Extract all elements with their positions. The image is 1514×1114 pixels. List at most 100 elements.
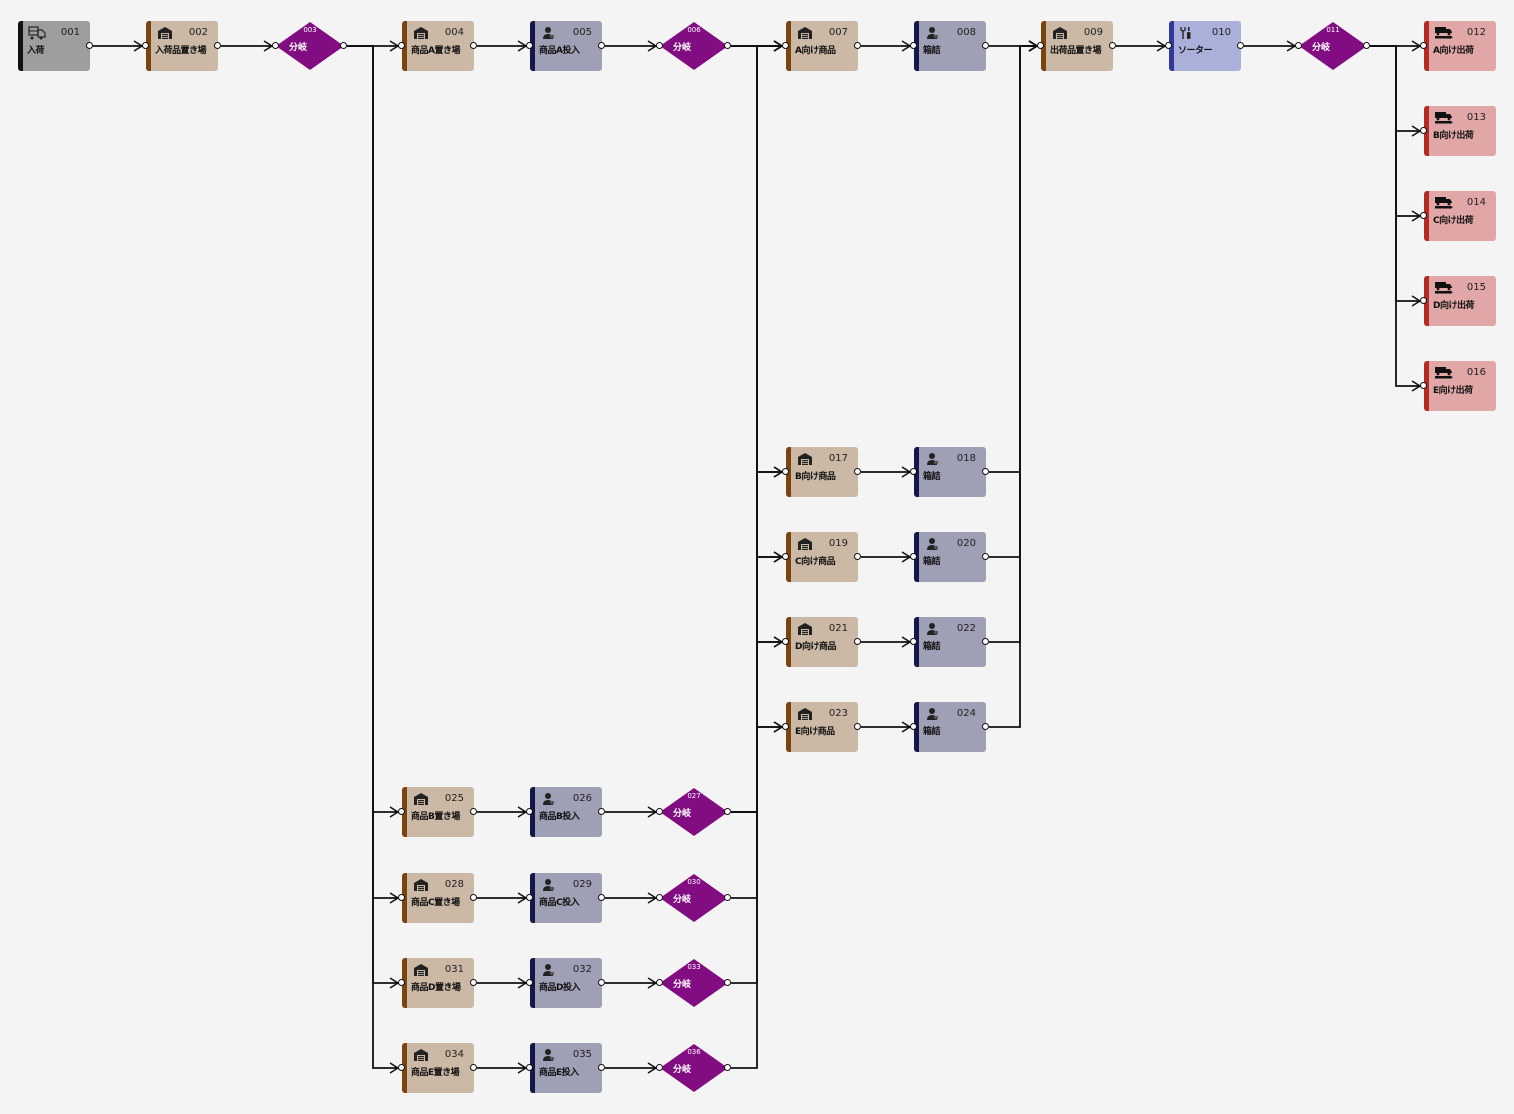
input-port[interactable]	[1037, 42, 1044, 49]
output-port[interactable]	[214, 42, 221, 49]
input-port[interactable]	[398, 894, 405, 901]
input-node-026[interactable]: 026 商品B投入	[530, 787, 602, 837]
branch-node-030[interactable]: 030 分岐	[660, 874, 728, 922]
input-node-032[interactable]: 032 商品D投入	[530, 958, 602, 1008]
input-port[interactable]	[656, 894, 663, 901]
branch-node-033[interactable]: 033 分岐	[660, 959, 728, 1007]
input-port[interactable]	[910, 468, 917, 475]
ship-node-015[interactable]: 015 D向け出荷	[1424, 276, 1496, 326]
output-port[interactable]	[724, 808, 731, 815]
storage-node-031[interactable]: 031 商品D置き場	[402, 958, 474, 1008]
ship-node-012[interactable]: 012 A向け出荷	[1424, 21, 1496, 71]
branch-node-011[interactable]: 011 分岐	[1299, 22, 1367, 70]
output-port[interactable]	[470, 979, 477, 986]
output-port[interactable]	[982, 638, 989, 645]
input-port[interactable]	[526, 42, 533, 49]
output-port[interactable]	[598, 1064, 605, 1071]
input-port[interactable]	[1420, 212, 1427, 219]
input-port[interactable]	[782, 723, 789, 730]
input-port[interactable]	[1165, 42, 1172, 49]
ship-node-016[interactable]: 016 E向け出荷	[1424, 361, 1496, 411]
storage-node-034[interactable]: 034 商品E置き場	[402, 1043, 474, 1093]
output-port[interactable]	[724, 894, 731, 901]
storage-node-025[interactable]: 025 商品B置き場	[402, 787, 474, 837]
output-port[interactable]	[982, 42, 989, 49]
input-port[interactable]	[526, 808, 533, 815]
input-port[interactable]	[656, 42, 663, 49]
input-node-022[interactable]: 022 箱詰	[914, 617, 986, 667]
input-port[interactable]	[1420, 42, 1427, 49]
branch-node-006[interactable]: 006 分岐	[660, 22, 728, 70]
output-port[interactable]	[1109, 42, 1116, 49]
input-port[interactable]	[782, 42, 789, 49]
input-port[interactable]	[656, 979, 663, 986]
input-port[interactable]	[526, 1064, 533, 1071]
input-port[interactable]	[526, 979, 533, 986]
ship-node-013[interactable]: 013 B向け出荷	[1424, 106, 1496, 156]
storage-node-021[interactable]: 021 D向け商品	[786, 617, 858, 667]
output-port[interactable]	[724, 42, 731, 49]
output-port[interactable]	[1363, 42, 1370, 49]
output-port[interactable]	[854, 553, 861, 560]
input-port[interactable]	[910, 553, 917, 560]
output-port[interactable]	[470, 894, 477, 901]
output-port[interactable]	[598, 808, 605, 815]
output-port[interactable]	[724, 979, 731, 986]
input-port[interactable]	[782, 553, 789, 560]
output-port[interactable]	[982, 468, 989, 475]
storage-node-017[interactable]: 017 B向け商品	[786, 447, 858, 497]
input-port[interactable]	[910, 723, 917, 730]
output-port[interactable]	[982, 723, 989, 730]
input-port[interactable]	[398, 1064, 405, 1071]
input-port[interactable]	[398, 42, 405, 49]
storage-node-028[interactable]: 028 商品C置き場	[402, 873, 474, 923]
input-port[interactable]	[656, 808, 663, 815]
branch-node-027[interactable]: 027 分岐	[660, 788, 728, 836]
input-port[interactable]	[910, 42, 917, 49]
input-port[interactable]	[142, 42, 149, 49]
input-node-008[interactable]: 008 箱詰	[914, 21, 986, 71]
input-node-024[interactable]: 024 箱詰	[914, 702, 986, 752]
output-port[interactable]	[470, 808, 477, 815]
input-node-020[interactable]: 020 箱詰	[914, 532, 986, 582]
input-node-005[interactable]: 005 商品A投入	[530, 21, 602, 71]
output-port[interactable]	[470, 1064, 477, 1071]
output-port[interactable]	[340, 42, 347, 49]
storage-node-002[interactable]: 002 入荷品置き場	[146, 21, 218, 71]
storage-node-007[interactable]: 007 A向け商品	[786, 21, 858, 71]
output-port[interactable]	[854, 638, 861, 645]
output-port[interactable]	[598, 979, 605, 986]
output-port[interactable]	[598, 42, 605, 49]
receive-node-001[interactable]: 001 入荷	[18, 21, 90, 71]
storage-node-019[interactable]: 019 C向け商品	[786, 532, 858, 582]
input-port[interactable]	[1420, 382, 1427, 389]
input-port[interactable]	[398, 979, 405, 986]
output-port[interactable]	[598, 894, 605, 901]
storage-node-009[interactable]: 009 出荷品置き場	[1041, 21, 1113, 71]
output-port[interactable]	[854, 468, 861, 475]
output-port[interactable]	[854, 42, 861, 49]
input-port[interactable]	[1420, 127, 1427, 134]
input-port[interactable]	[782, 638, 789, 645]
ship-node-014[interactable]: 014 C向け出荷	[1424, 191, 1496, 241]
input-port[interactable]	[656, 1064, 663, 1071]
input-node-018[interactable]: 018 箱詰	[914, 447, 986, 497]
branch-node-003[interactable]: 003 分岐	[276, 22, 344, 70]
storage-node-004[interactable]: 004 商品A置き場	[402, 21, 474, 71]
input-port[interactable]	[526, 894, 533, 901]
input-port[interactable]	[910, 638, 917, 645]
output-port[interactable]	[1237, 42, 1244, 49]
input-port[interactable]	[1295, 42, 1302, 49]
output-port[interactable]	[470, 42, 477, 49]
input-port[interactable]	[398, 808, 405, 815]
storage-node-023[interactable]: 023 E向け商品	[786, 702, 858, 752]
input-node-035[interactable]: 035 商品E投入	[530, 1043, 602, 1093]
input-port[interactable]	[1420, 297, 1427, 304]
output-port[interactable]	[854, 723, 861, 730]
branch-node-036[interactable]: 036 分岐	[660, 1044, 728, 1092]
output-port[interactable]	[86, 42, 93, 49]
input-port[interactable]	[272, 42, 279, 49]
input-node-029[interactable]: 029 商品C投入	[530, 873, 602, 923]
output-port[interactable]	[724, 1064, 731, 1071]
sorter-node-010[interactable]: 010 ソーター	[1169, 21, 1241, 71]
